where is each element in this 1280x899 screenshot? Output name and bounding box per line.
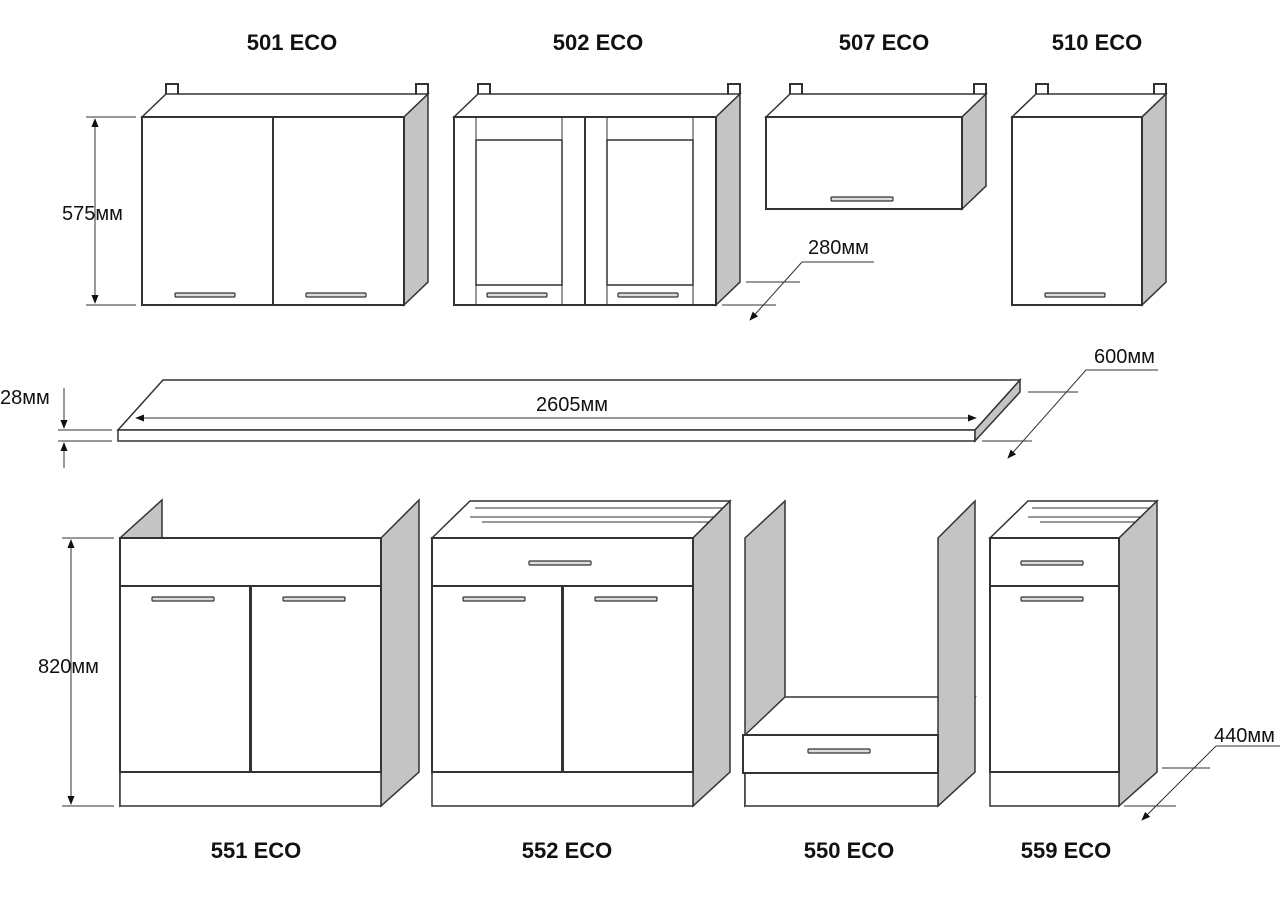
label-550-eco: 550 ECO: [804, 838, 895, 863]
handle: [282, 596, 346, 602]
base-height-text: 820мм: [38, 656, 99, 678]
worktop-thickness-text: 28мм: [0, 387, 50, 409]
handle: [1020, 596, 1084, 602]
worktop-length-text: 2605мм: [536, 394, 608, 416]
handle: [830, 196, 894, 202]
cabinet-502: [452, 83, 742, 307]
dimension-base-depth: 440мм: [1124, 725, 1280, 821]
label-507-eco: 507 ECO: [839, 30, 930, 55]
wall-height-text: 575мм: [62, 203, 123, 225]
base-depth-text: 440мм: [1214, 725, 1275, 747]
dimension-wall-height: 575мм: [62, 116, 136, 306]
cabinet-501: [140, 83, 430, 307]
dimension-worktop-thickness: 28мм: [0, 387, 112, 468]
label-510-eco: 510 ECO: [1052, 30, 1143, 55]
handle: [528, 560, 592, 566]
dimension-worktop-depth: 600мм: [982, 346, 1158, 459]
handle: [486, 292, 548, 298]
wall-depth-text: 280мм: [808, 237, 869, 259]
handle: [1020, 560, 1084, 566]
label-559-eco: 559 ECO: [1021, 838, 1112, 863]
cabinet-507: [764, 83, 988, 211]
label-552-eco: 552 ECO: [522, 838, 613, 863]
label-502-eco: 502 ECO: [553, 30, 644, 55]
cabinet-551: [119, 498, 420, 808]
handle: [807, 748, 871, 754]
handle: [617, 292, 679, 298]
cabinet-559: [988, 499, 1159, 808]
label-501-eco: 501 ECO: [247, 30, 338, 55]
handle: [174, 292, 236, 298]
worktop: 2605мм: [116, 378, 1022, 443]
dimension-wall-depth: 280мм: [722, 237, 874, 321]
worktop-depth-text: 600мм: [1094, 346, 1155, 368]
cabinet-550: [742, 499, 977, 808]
handle: [305, 292, 367, 298]
handle: [151, 596, 215, 602]
handle: [462, 596, 526, 602]
cabinet-552: [430, 499, 732, 808]
handle: [1044, 292, 1106, 298]
dimension-base-height: 820мм: [38, 537, 114, 807]
cabinet-510: [1010, 83, 1168, 307]
label-551-eco: 551 ECO: [211, 838, 302, 863]
handle: [594, 596, 658, 602]
